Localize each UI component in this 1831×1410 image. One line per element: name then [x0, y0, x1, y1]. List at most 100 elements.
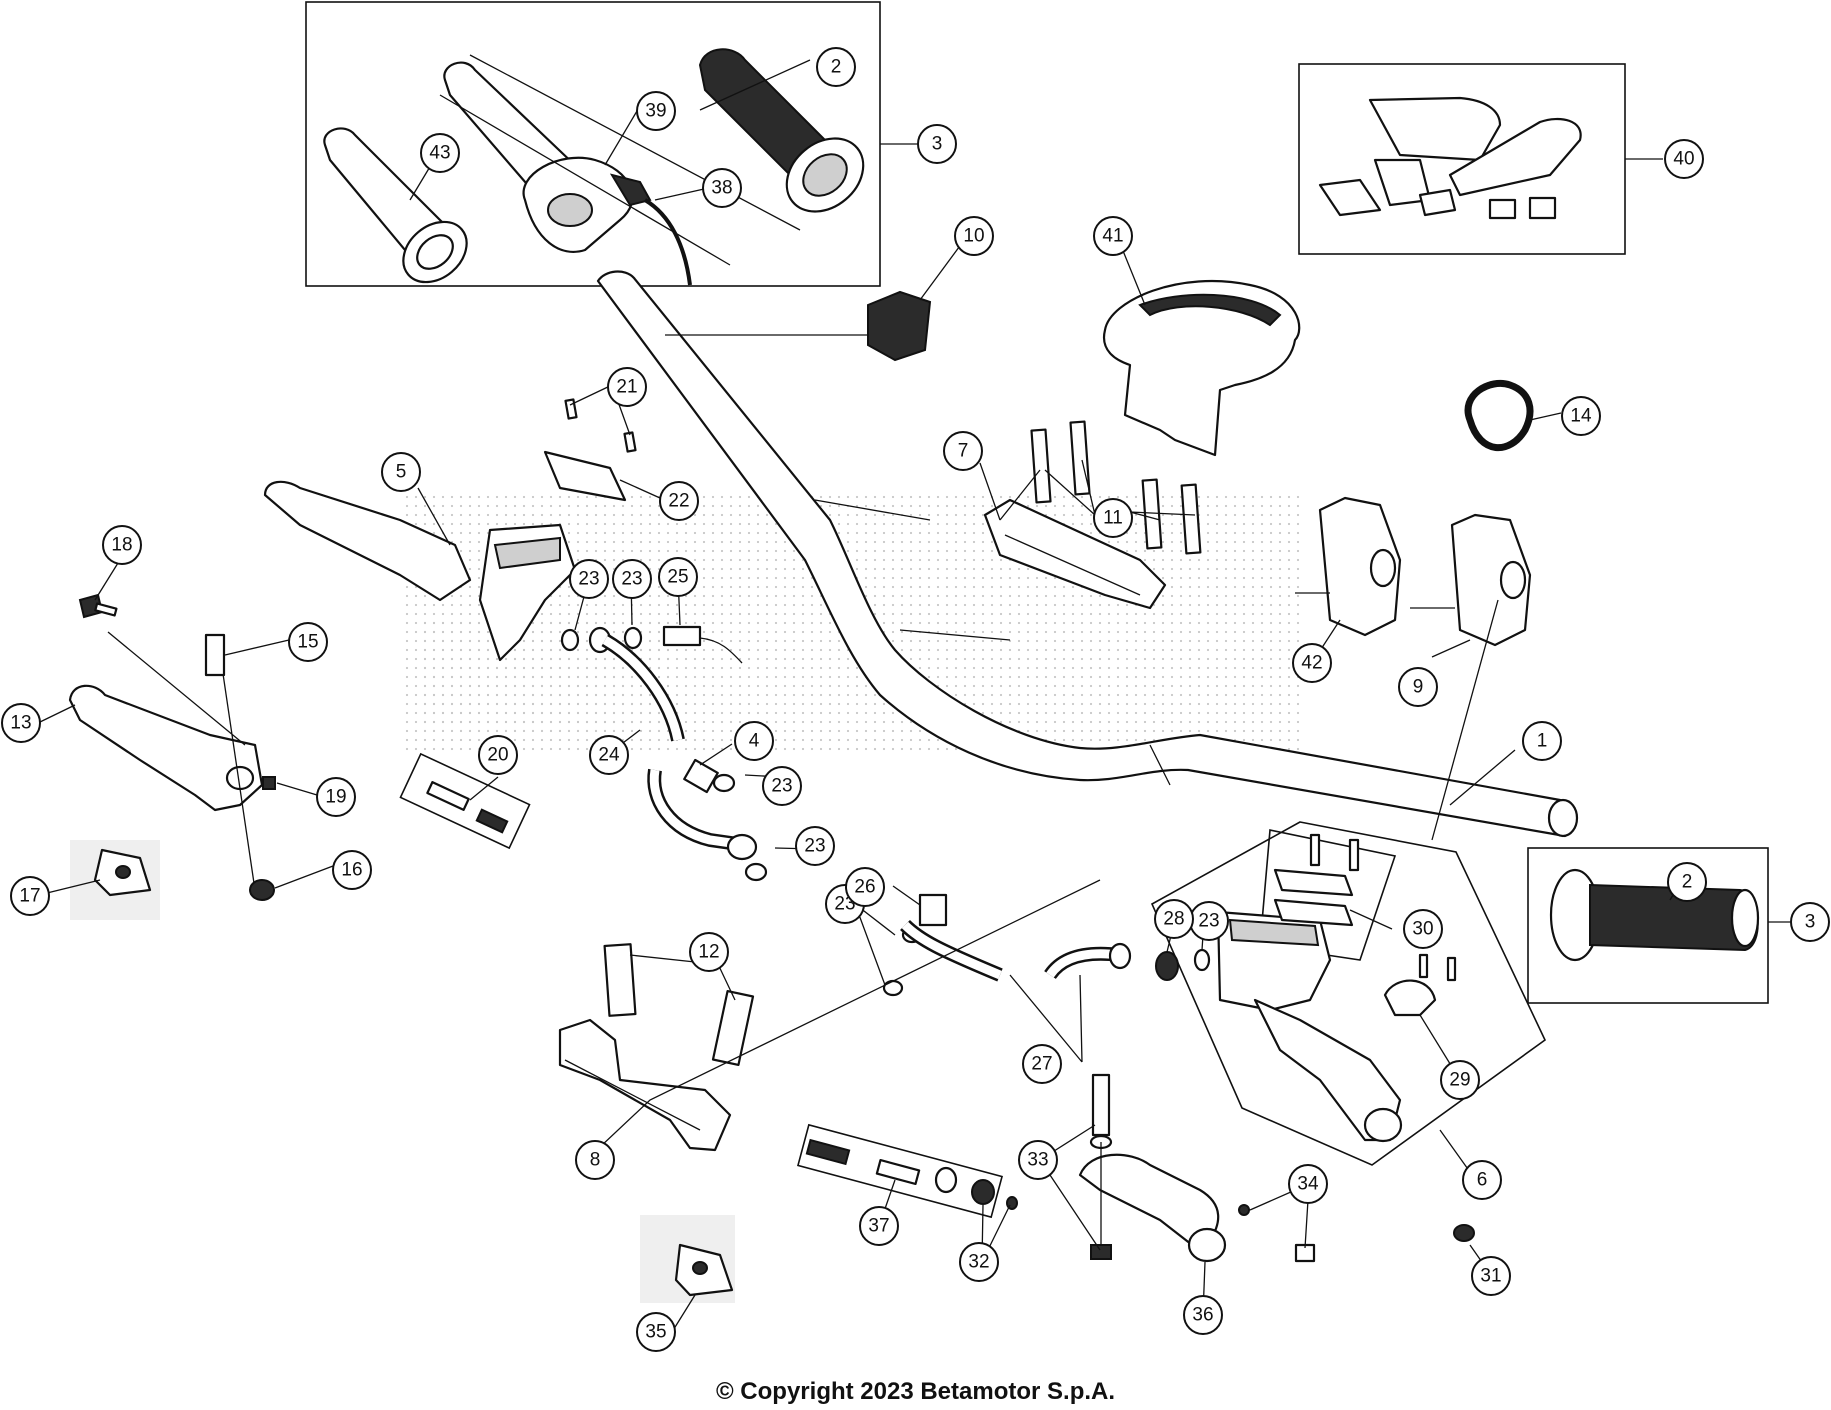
- callout-21: 21: [607, 367, 647, 407]
- svg-text:32: 32: [968, 1252, 989, 1273]
- clutch-lever-13: [68, 631, 264, 891]
- callout-23: 23: [795, 826, 835, 866]
- right-grip-2-bottom: [1549, 868, 1760, 962]
- svg-text:25: 25: [667, 567, 688, 588]
- svg-text:5: 5: [396, 462, 407, 483]
- callout-23: 23: [1189, 901, 1229, 941]
- switch-42: [1295, 496, 1402, 637]
- callout-19: 19: [316, 777, 356, 817]
- svg-text:35: 35: [645, 1322, 666, 1343]
- callout-3: 3: [917, 124, 957, 164]
- washers-23: [560, 626, 1211, 997]
- callout-33: 33: [1018, 1140, 1058, 1180]
- left-grip-43: [323, 127, 468, 284]
- callout-35: 35: [636, 1312, 676, 1352]
- callout-20: 20: [478, 735, 518, 775]
- svg-text:23: 23: [578, 569, 599, 590]
- callout-7: 7: [943, 431, 983, 471]
- reservoir-cap-22: [543, 398, 637, 502]
- bolts-11: [1030, 420, 1202, 555]
- svg-text:7: 7: [958, 441, 969, 462]
- svg-text:41: 41: [1102, 226, 1123, 247]
- copyright-notice: © Copyright 2023 Betamotor S.p.A.: [715, 1378, 1116, 1405]
- callout-8: 8: [575, 1140, 615, 1180]
- callout-2: 2: [816, 47, 856, 87]
- callout-29: 29: [1440, 1060, 1480, 1100]
- bleeder-4: [683, 758, 719, 794]
- svg-text:27: 27: [1031, 1054, 1052, 1075]
- svg-text:22: 22: [668, 491, 689, 512]
- clutch-hose-24: [601, 633, 758, 861]
- switch-10: [665, 290, 932, 362]
- callout-16: 16: [332, 850, 372, 890]
- callout-2: 2: [1667, 862, 1707, 902]
- callout-15: 15: [288, 622, 328, 662]
- svg-text:11: 11: [1103, 508, 1123, 529]
- svg-text:28: 28: [1163, 909, 1184, 930]
- bolts-12: [603, 943, 755, 1067]
- svg-text:37: 37: [868, 1216, 889, 1237]
- callout-12: 12: [689, 932, 729, 972]
- callout-23: 23: [569, 559, 609, 599]
- pads-30: [1273, 833, 1360, 927]
- callout-28: 28: [1154, 899, 1194, 939]
- callout-5: 5: [381, 452, 421, 492]
- callout-18: 18: [102, 525, 142, 565]
- svg-text:36: 36: [1192, 1305, 1213, 1326]
- callout-22: 22: [659, 481, 699, 521]
- brake-master-6: [1216, 910, 1403, 1143]
- callout-26: 26: [845, 867, 885, 907]
- handlebar: [596, 270, 1579, 838]
- svg-text:40: 40: [1673, 149, 1694, 170]
- banjo-bolt-26: [918, 893, 948, 927]
- callout-40: 40: [1664, 139, 1704, 179]
- svg-text:17: 17: [19, 886, 40, 907]
- callout-17: 17: [10, 876, 50, 916]
- callout-13: 13: [1, 703, 41, 743]
- svg-text:39: 39: [645, 101, 666, 122]
- svg-text:1: 1: [1537, 731, 1548, 752]
- callout-4: 4: [734, 721, 774, 761]
- callout-32: 32: [959, 1242, 999, 1282]
- svg-text:23: 23: [621, 569, 642, 590]
- clamp-29: [1383, 953, 1457, 1017]
- svg-text:2: 2: [831, 57, 842, 78]
- nut-31: [1453, 1224, 1475, 1242]
- callout-41: 41: [1093, 216, 1133, 256]
- svg-text:12: 12: [698, 942, 719, 963]
- svg-text:34: 34: [1297, 1174, 1319, 1195]
- brake-master-kit-frame: [1150, 821, 1547, 1166]
- parts-34: [1238, 1204, 1316, 1263]
- svg-text:23: 23: [804, 836, 825, 857]
- callout-43: 43: [420, 133, 460, 173]
- svg-text:16: 16: [341, 860, 362, 881]
- svg-text:18: 18: [111, 535, 132, 556]
- callout-24: 24: [589, 735, 629, 775]
- callout-10: 10: [954, 216, 994, 256]
- push-rod-37: [796, 1123, 1004, 1219]
- pivot-15: [204, 633, 226, 677]
- handguards-40: [1318, 96, 1582, 220]
- clutch-master-5: [263, 480, 577, 662]
- right-grip-2-top: [698, 48, 865, 213]
- svg-text:3: 3: [1805, 912, 1816, 933]
- throttle-housing-39: [522, 156, 652, 253]
- svg-text:6: 6: [1477, 1170, 1488, 1191]
- svg-text:30: 30: [1412, 919, 1433, 940]
- svg-text:43: 43: [429, 143, 450, 164]
- banjo-bolt-25: [662, 625, 743, 664]
- callout-27: 27: [1022, 1044, 1062, 1084]
- bolts-33: [1089, 1073, 1113, 1260]
- callout-14: 14: [1561, 396, 1601, 436]
- bolt-18: [78, 593, 118, 619]
- callout-31: 31: [1471, 1256, 1511, 1296]
- svg-text:38: 38: [711, 178, 732, 199]
- callout-38: 38: [702, 168, 742, 208]
- svg-text:9: 9: [1413, 677, 1424, 698]
- svg-text:23: 23: [771, 776, 792, 797]
- bracket-35: [640, 1215, 735, 1303]
- callout-25: 25: [658, 557, 698, 597]
- svg-text:33: 33: [1027, 1150, 1048, 1171]
- svg-text:10: 10: [963, 226, 984, 247]
- svg-text:42: 42: [1301, 653, 1322, 674]
